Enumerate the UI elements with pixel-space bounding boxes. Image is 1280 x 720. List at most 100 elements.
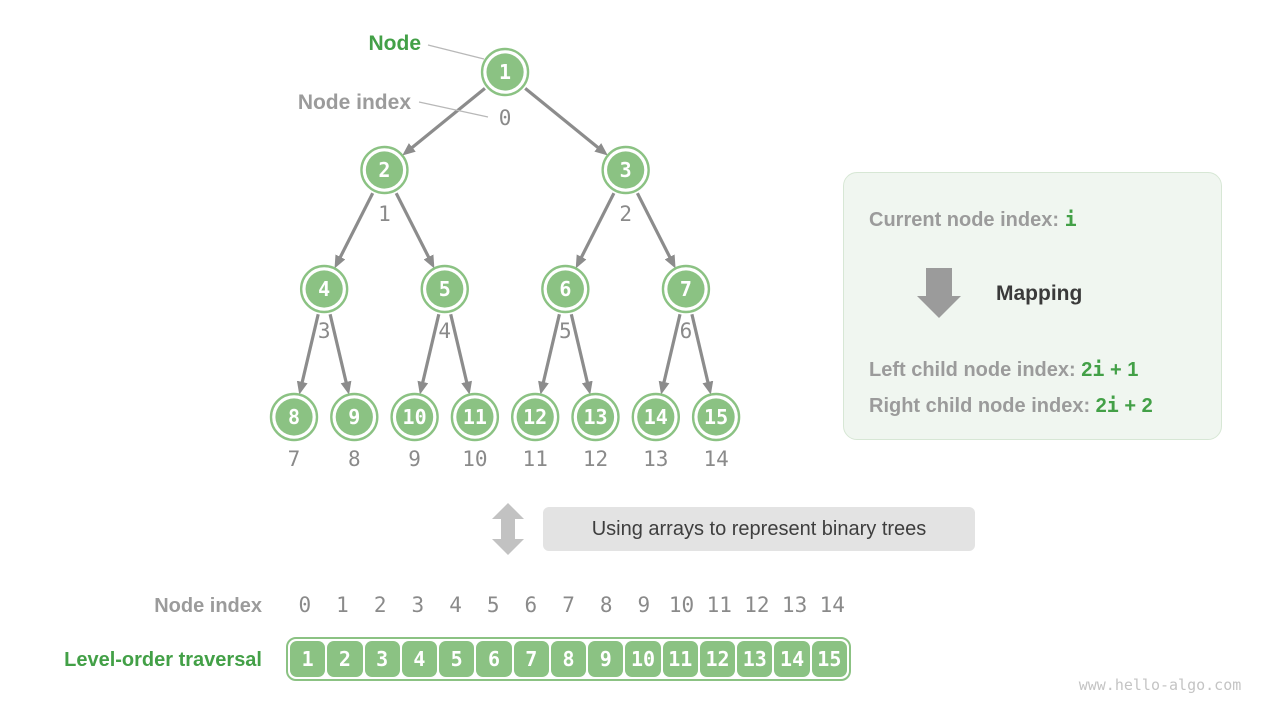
array-index-value: 0 [298,592,312,617]
caption-box: Using arrays to represent binary trees [543,507,975,551]
tree-node-value: 11 [463,405,487,429]
tree-node-disc [576,398,615,436]
tree-node-index: 10 [462,447,487,471]
array-index-value: 10 [668,592,695,617]
tree-node-value: 7 [680,277,692,301]
tree-node-value: 8 [288,405,300,429]
tree-node: 54 [420,264,469,343]
array-index-value: 14 [819,592,845,617]
tree-edge [402,87,486,156]
down-block-arrow-icon [917,268,961,318]
tree-node-disc [456,398,494,436]
tree-node: 13 12 [571,392,620,471]
tree-node-value: 14 [644,405,668,429]
array-cell: 12 [699,641,736,677]
tree-node-ring [330,392,379,442]
tree-node: 43 [299,264,349,343]
tree-node-ring [269,392,319,442]
tree-edge [690,313,714,395]
tree-node-disc [546,270,584,308]
tree-edges [296,87,714,395]
tree-node-disc [516,398,554,436]
node-label-pointer-line [427,44,485,60]
tree-node-ring [601,145,650,195]
tree-node-index: 7 [288,447,301,471]
tree-node-disc [486,53,524,91]
watermark: www.hello-algo.com [1078,676,1242,694]
array-index-value: 3 [411,592,425,617]
array-index-value: 7 [562,592,575,617]
tree-node: 10 [480,47,530,130]
tree-node: 11 10 [450,392,500,471]
tree-node-value: 10 [403,405,427,429]
tree-nodes: 1021324354657687981091110121113121413151… [269,47,741,471]
left-child-index-label: Left child node index: [869,359,1082,381]
tree-node-value: 13 [583,405,607,429]
array-cell: 7 [513,641,549,677]
array-index-value: 5 [486,592,500,617]
tree-node-disc [426,270,464,308]
array-index-value: 9 [637,592,651,617]
tree-node: 14 13 [631,392,680,471]
tree-node-ring [420,264,469,314]
right-child-index-line: Right child node index: 2i + 2 [869,393,1153,417]
tree-node-value: 2 [378,158,390,182]
tree-node-index: 5 [559,319,572,343]
array-index-value: 2 [373,592,387,617]
array-cell: 11 [662,641,698,677]
tree-node-index: 2 [619,202,632,226]
array-index-value: 8 [599,592,613,617]
tree-node-value: 3 [620,158,632,182]
tree-node-ring [661,264,711,314]
mapping-label: Mapping [996,282,1083,305]
tree-node-value: 9 [348,405,360,429]
tree-node-value: 6 [559,277,571,301]
tree-node-disc [365,151,404,189]
tree-node-ring [450,392,500,442]
current-node-index-label: Current node index: [869,209,1065,231]
tree-node-disc [697,398,735,436]
tree-node-disc [396,398,434,436]
array-index-value: 11 [706,592,732,617]
tree-node-value: 4 [318,277,330,301]
tree-node-value: 12 [523,405,547,429]
tree-node-ring [571,392,620,442]
tree-node-index: 3 [318,319,331,343]
right-child-index-label: Right child node index: [869,395,1096,417]
caption-text: Using arrays to represent binary trees [591,517,927,540]
current-node-index-line: Current node index: i [869,205,1077,234]
tree-node-disc [305,270,343,308]
tree-node-ring [360,145,409,195]
array-index-value: 12 [744,592,770,617]
tree-edge [394,192,435,269]
tree-node-ring [480,47,530,97]
array-index-value: 1 [336,592,349,617]
array-cell: 10 [625,641,661,677]
tree-edge [328,313,352,395]
tree-edge [417,313,441,395]
array-cell: 9 [588,641,624,677]
tree-node-disc [275,398,313,436]
tree-node-index: 12 [583,447,608,471]
array-cell: 14 [774,641,810,677]
tree-node-index: 0 [499,106,512,130]
tree-node-value: 1 [499,60,511,84]
tree-node-disc [607,151,645,189]
array-cell: 3 [364,641,400,677]
array-cell: 15 [811,641,847,677]
tree-node-ring [511,392,560,442]
tree-edge [575,192,616,269]
tree-node: 98 [330,392,379,471]
tree-node-disc [637,398,675,436]
tree-node-index: 13 [643,447,668,471]
tree-edge [538,313,561,395]
node-label: Node [368,32,422,55]
level-order-traversal-label: Level-order traversal [64,649,262,671]
tree-node-index: 4 [438,319,451,343]
array-cell: 6 [476,641,512,677]
tree-edge [296,313,320,395]
tree-edge [635,192,676,269]
